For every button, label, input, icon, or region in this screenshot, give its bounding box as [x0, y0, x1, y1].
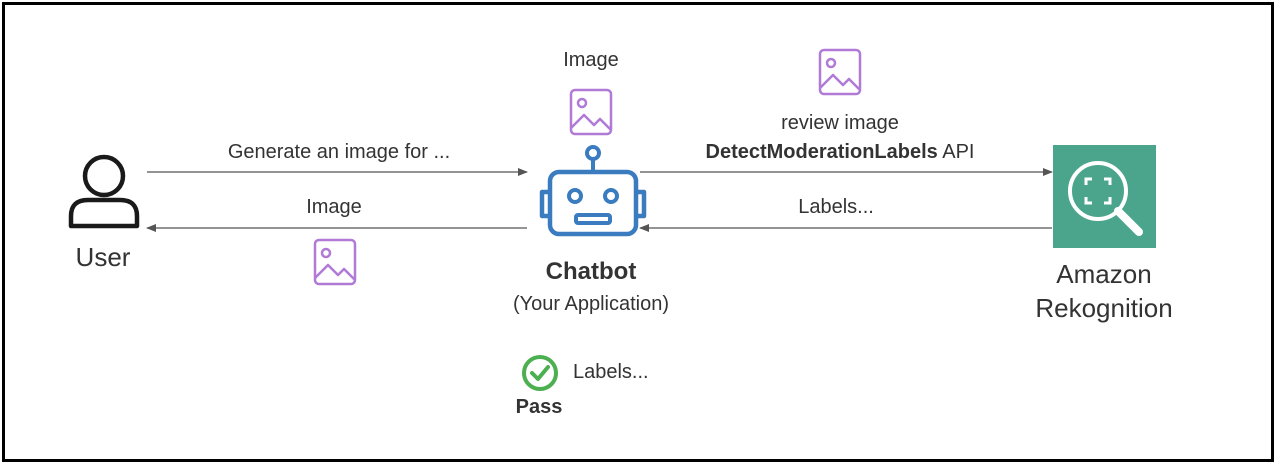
image-icon [818, 48, 862, 96]
chatbot-subtitle: (Your Application) [512, 293, 670, 315]
edge-label-api: DetectModerationLabels API [706, 141, 975, 164]
api-name: DetectModerationLabels [705, 141, 938, 163]
rekognition-icon-box [1053, 145, 1156, 248]
user-label: User [75, 242, 131, 272]
rekognition-label-line1: Amazon [1056, 259, 1152, 289]
result-status: Pass [515, 396, 563, 418]
user-icon [68, 154, 140, 229]
check-circle-icon [522, 355, 558, 391]
api-suffix: API [937, 141, 975, 163]
rekognition-search-icon [1068, 161, 1143, 236]
chatbot-image-label: Image [563, 49, 619, 71]
image-icon [313, 238, 357, 286]
result-labels: Labels... [573, 361, 649, 383]
robot-icon [539, 145, 647, 237]
edge-label-review-image: review image [781, 112, 899, 134]
edge-label-rekognition-to-chatbot: Labels... [798, 196, 874, 218]
edge-label-user-to-chatbot: Generate an image for ... [227, 141, 451, 163]
chatbot-title: Chatbot [545, 258, 637, 285]
edge-label-chatbot-to-user: Image [306, 196, 362, 218]
image-icon [569, 88, 613, 136]
rekognition-label-line2: Rekognition [1035, 293, 1173, 323]
